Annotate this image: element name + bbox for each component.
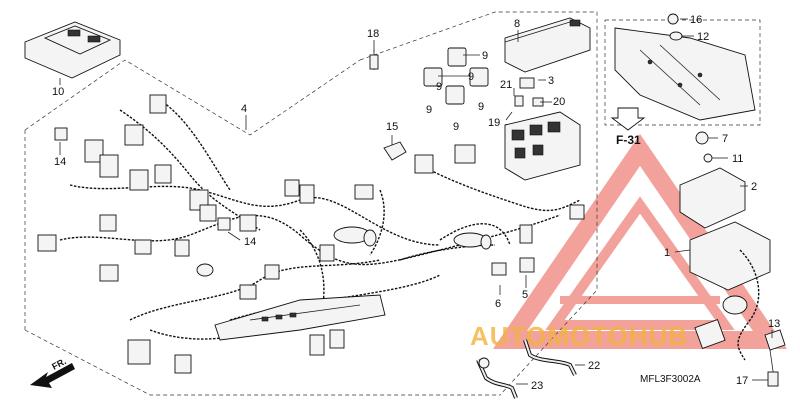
callout-23: 23 [531, 380, 543, 392]
callout-3: 3 [548, 75, 554, 87]
callout-7: 7 [722, 133, 728, 145]
callout-19: 19 [488, 117, 500, 129]
callout-8: 8 [514, 18, 520, 30]
callout-9-b: 9 [426, 104, 432, 116]
callout-10: 10 [52, 86, 64, 98]
callout-15: 15 [386, 121, 398, 133]
frame-section [614, 27, 756, 121]
callout-1: 1 [664, 247, 670, 259]
callout-12: 12 [697, 31, 709, 43]
callout-18: 18 [367, 28, 379, 40]
callout-9-a: 9 [482, 50, 488, 62]
callout-22: 22 [588, 360, 600, 372]
callout-17: 17 [736, 375, 748, 387]
callout-4: 4 [241, 103, 247, 115]
callout-2: 2 [751, 181, 757, 193]
callouts: 10 4 18 8 9 9 9 9 9 9 3 21 20 19 15 14 1… [52, 14, 780, 392]
relays [423, 47, 489, 105]
control-module [667, 13, 786, 387]
front-direction-arrow-icon [30, 363, 75, 388]
leader-lines [59, 18, 773, 385]
watermark-wordmark: AUTOMOTOHUB [470, 321, 688, 351]
callout-9-c: 9 [453, 121, 459, 133]
callout-14-a: 14 [54, 156, 66, 168]
callout-9-e: 9 [468, 71, 474, 83]
fuse-cover-part [24, 21, 121, 79]
callout-21: 21 [500, 79, 512, 91]
relay-box-cover [504, 17, 591, 73]
section-arrow-icon [610, 107, 646, 131]
rubber-straps [476, 339, 577, 399]
callout-11: 11 [732, 153, 743, 165]
harness-junction-plate [214, 294, 386, 341]
callout-5: 5 [522, 289, 528, 301]
small-fasteners [369, 50, 535, 276]
callout-20: 20 [553, 96, 565, 108]
callout-9-f: 9 [436, 81, 442, 93]
part-code-label: MFL3F3002A [640, 374, 701, 385]
callout-14-b: 14 [244, 236, 256, 248]
callout-6: 6 [495, 298, 501, 310]
callout-16: 16 [690, 14, 702, 26]
callout-9-d: 9 [478, 101, 484, 113]
group-boundaries [24, 11, 761, 396]
harness-connectors [37, 94, 585, 374]
section-ref-label: F-31 [616, 133, 641, 147]
watermark-text: AUTOMOTOHUB [470, 321, 688, 351]
callout-13: 13 [768, 318, 780, 330]
fuse-box [504, 77, 581, 181]
small-connectors [54, 127, 231, 231]
